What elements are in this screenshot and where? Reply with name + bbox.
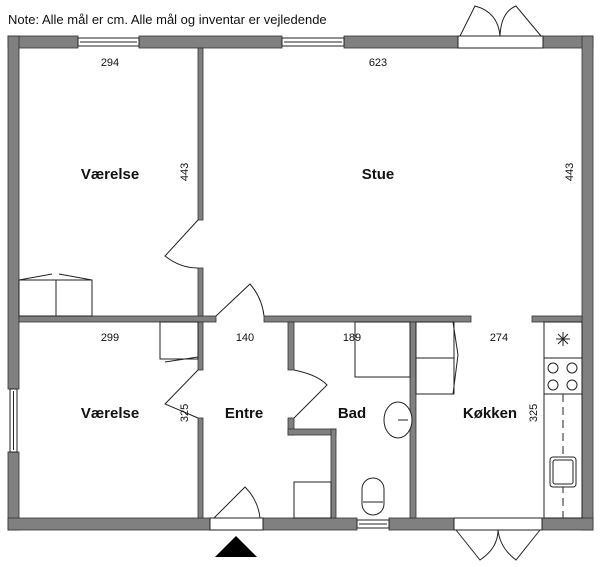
dim-width: 299 <box>101 332 119 344</box>
room-label: Stue <box>362 166 395 183</box>
room-label: Køkken <box>463 405 517 422</box>
dim-depth: 325 <box>528 404 540 422</box>
dim-depth: 443 <box>179 163 191 181</box>
dim-depth: 325 <box>179 404 191 422</box>
room-label: Værelse <box>81 166 139 183</box>
room-label: Værelse <box>81 405 139 422</box>
windows <box>9 37 390 529</box>
room-label: Bad <box>338 405 366 422</box>
room-label: Entre <box>225 405 263 422</box>
walls <box>7 35 594 531</box>
entrance-arrow-icon <box>215 536 257 557</box>
dim-width: 623 <box>369 57 387 69</box>
fridge-symbol <box>556 332 570 346</box>
note-text: Note: Alle mål er cm. Alle mål og invent… <box>8 12 327 27</box>
dim-depth: 443 <box>564 163 576 181</box>
dim-width: 294 <box>101 57 119 69</box>
dim-width: 140 <box>236 332 254 344</box>
furniture <box>18 273 583 519</box>
dim-width: 189 <box>343 332 361 344</box>
doors <box>164 5 544 561</box>
labels: 294 Værelse 443 623 Stue 443 299 Værelse… <box>81 57 576 422</box>
dim-width: 274 <box>490 332 508 344</box>
